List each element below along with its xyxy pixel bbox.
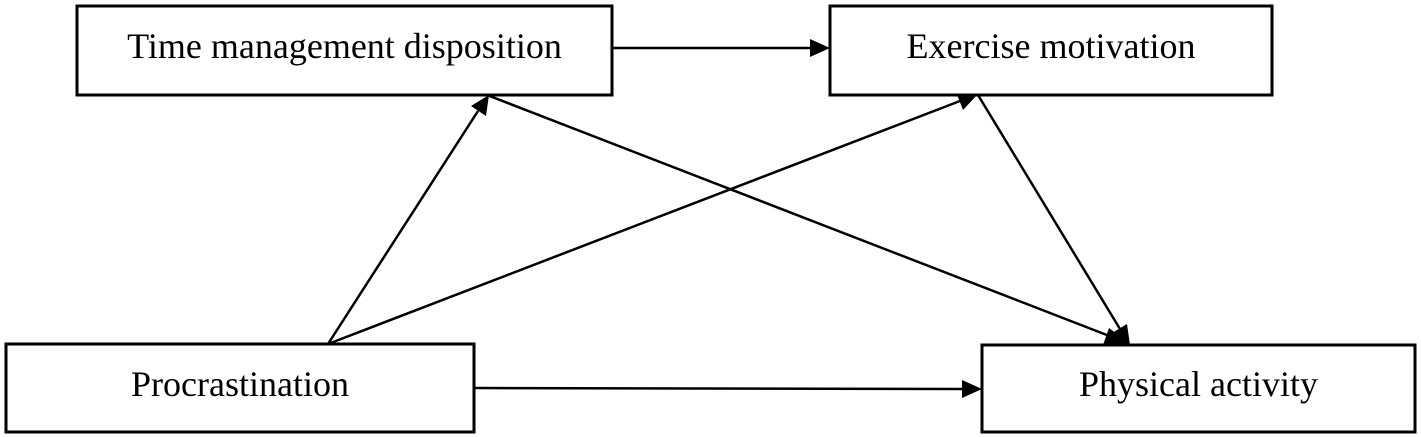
node-label: Exercise motivation xyxy=(907,26,1196,66)
arrowhead-icon xyxy=(471,95,489,116)
edges xyxy=(326,39,1130,398)
arrowhead-icon xyxy=(962,380,982,398)
edge-time-management-to-physical-activity xyxy=(486,93,1113,339)
node-label: Physical activity xyxy=(1079,364,1318,404)
node-box xyxy=(980,343,1417,434)
arrowhead-icon xyxy=(810,39,830,57)
edge-procrastination-to-physical-activity xyxy=(473,386,963,391)
edge-procrastination-to-time-management xyxy=(326,110,480,345)
node-box xyxy=(4,342,476,434)
arrowhead-icon xyxy=(1112,324,1130,345)
node-exercise-motivation: Exercise motivation xyxy=(828,4,1274,97)
node-time-management-disposition: Time management disposition xyxy=(75,4,614,97)
node-procrastination: Procrastination xyxy=(4,342,476,434)
node-physical-activity: Physical activity xyxy=(980,343,1417,434)
arrowhead-icon xyxy=(1103,328,1130,345)
node-box xyxy=(75,4,614,97)
edge-procrastination-to-exercise-motivation xyxy=(327,99,961,346)
edge-exercise-motivation-to-physical-activity xyxy=(976,94,1122,330)
node-label: Procrastination xyxy=(131,364,349,404)
node-box xyxy=(828,4,1274,97)
node-label: Time management disposition xyxy=(127,26,562,66)
